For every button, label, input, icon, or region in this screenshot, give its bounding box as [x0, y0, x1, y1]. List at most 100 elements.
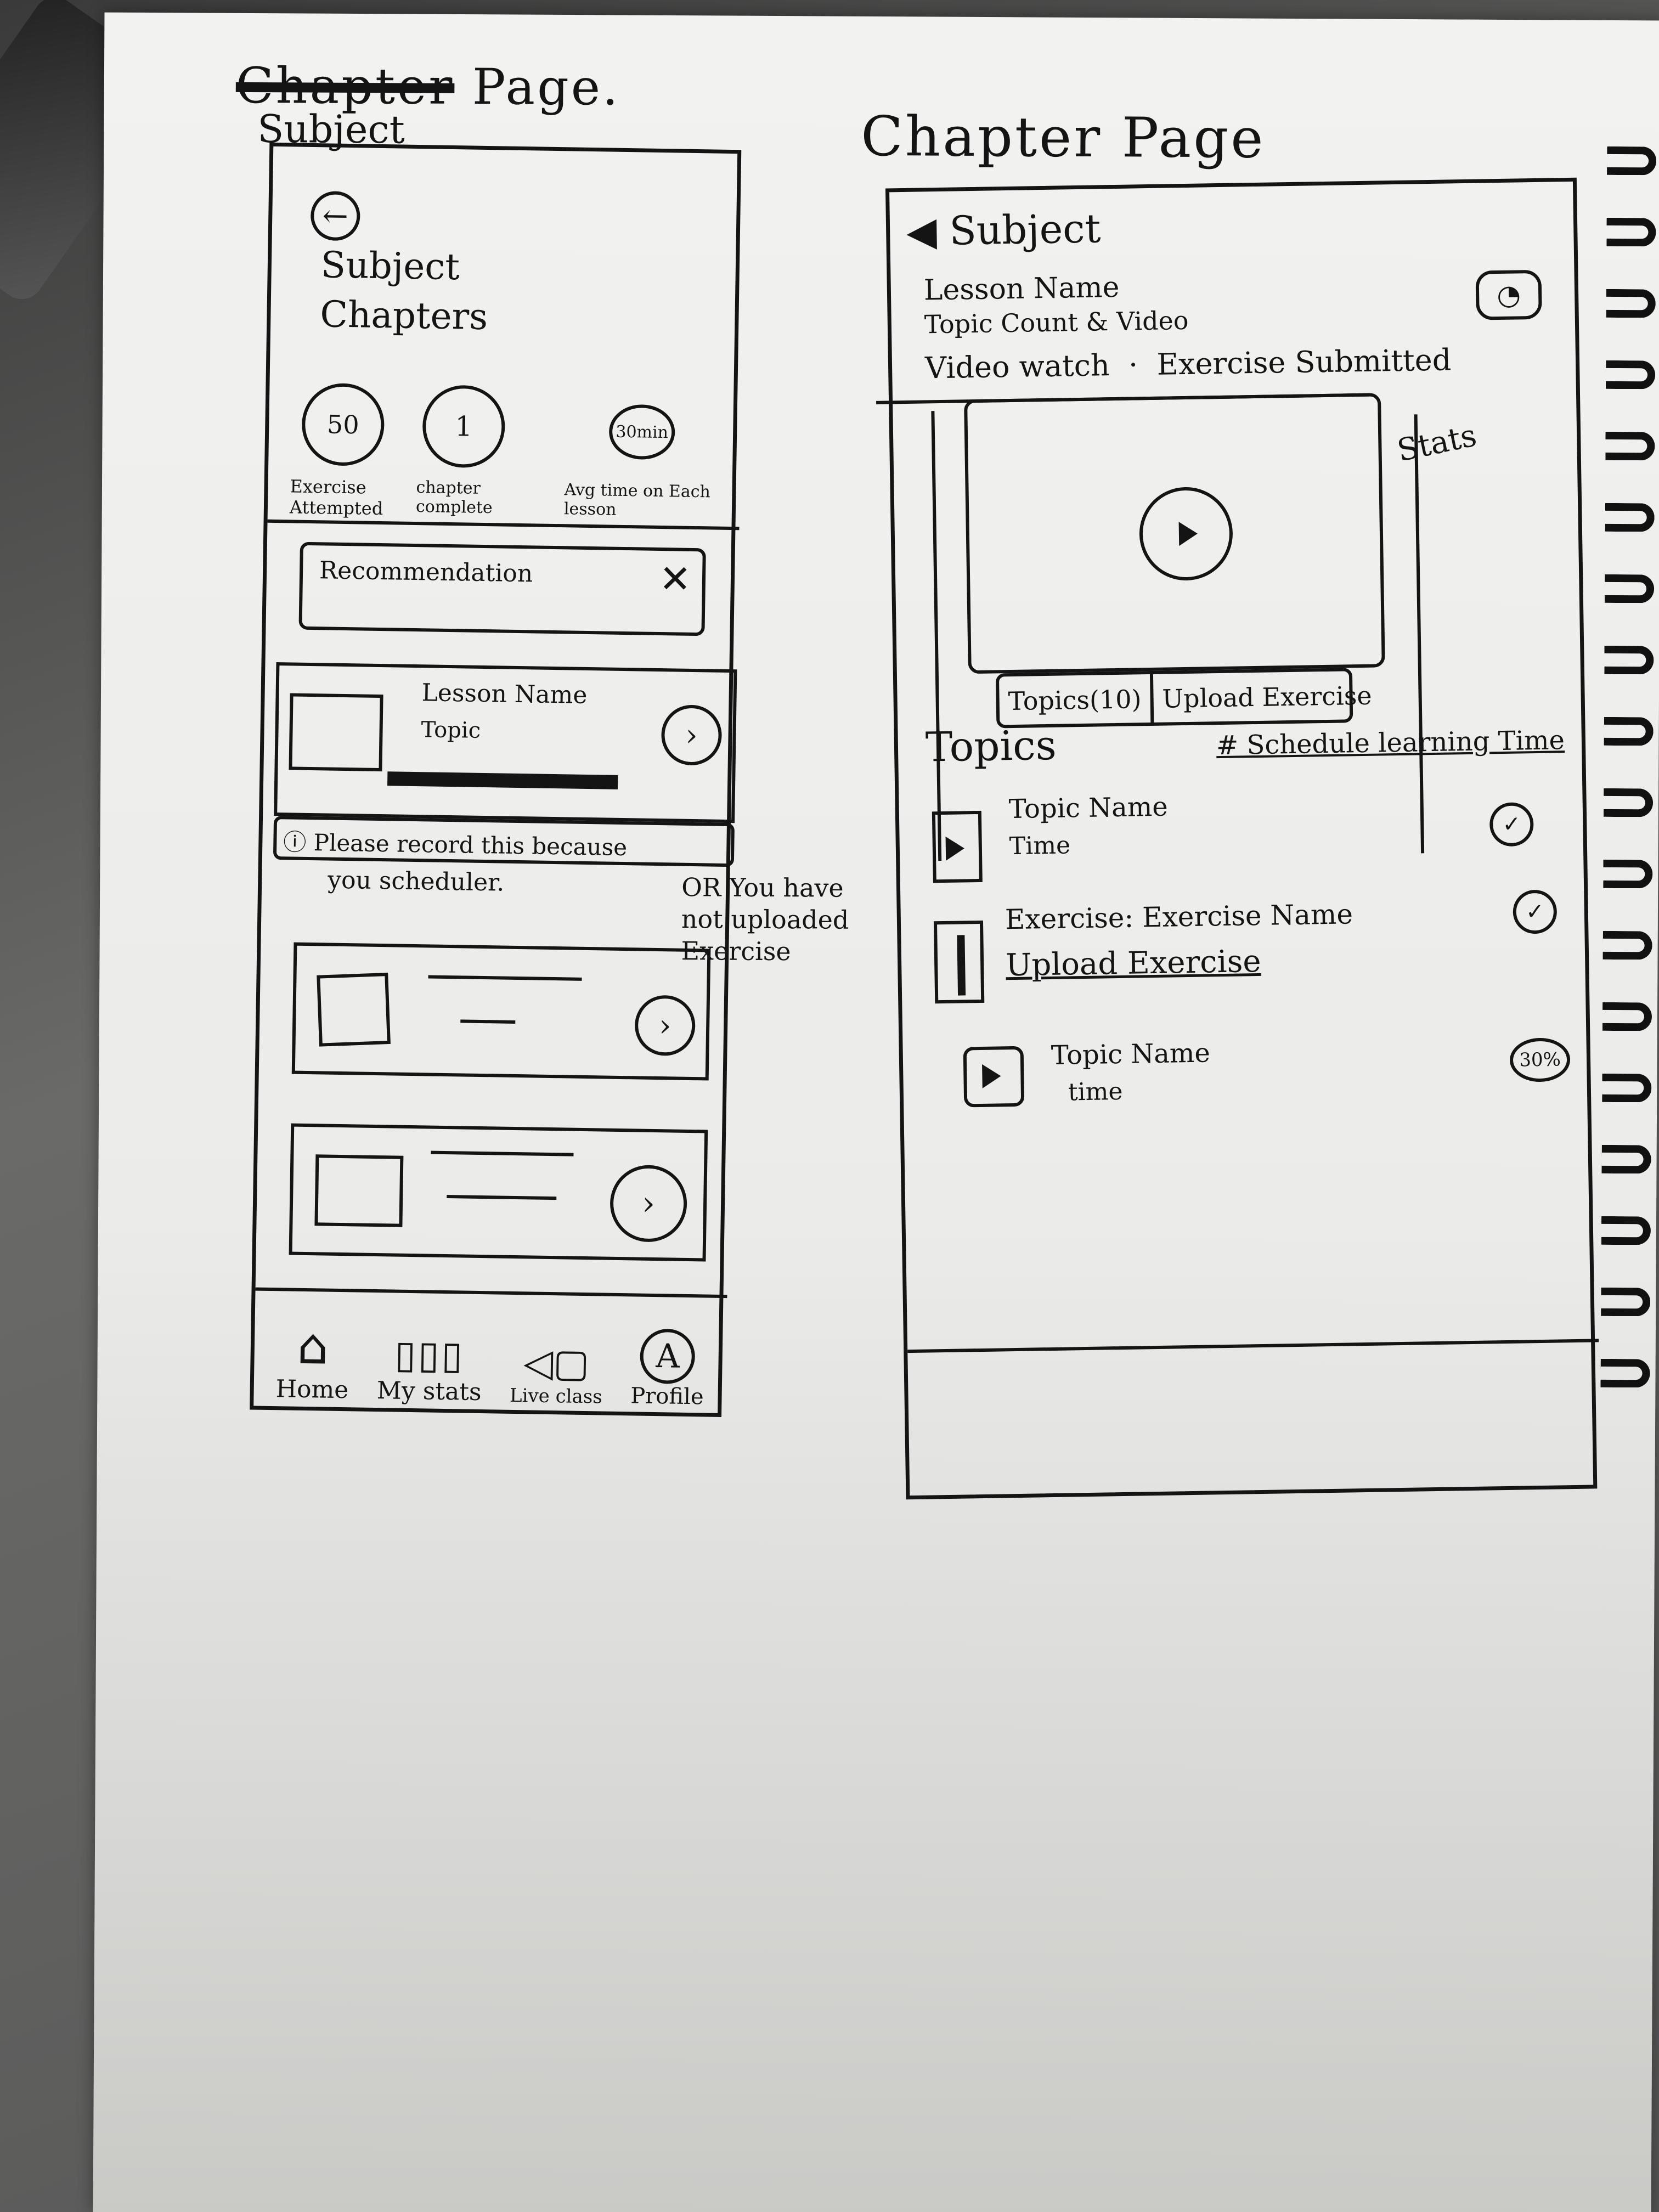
- ring: [1607, 146, 1657, 176]
- right-page-title: Chapter Page: [861, 104, 1266, 171]
- nav-stats[interactable]: ▯▯▯ My stats: [377, 1331, 483, 1406]
- ring: [1606, 289, 1656, 318]
- progress-bar: [387, 771, 618, 789]
- tab-upload-exercise[interactable]: Upload Exercise: [1161, 680, 1372, 714]
- ring: [1603, 788, 1654, 817]
- lesson-thumbnail: [314, 1154, 404, 1227]
- ring: [1605, 431, 1655, 461]
- play-icon[interactable]: [1138, 486, 1234, 582]
- arrow-left-icon[interactable]: ←: [310, 190, 361, 241]
- chevron-right-icon[interactable]: ›: [634, 995, 696, 1057]
- upload-icon[interactable]: [933, 920, 985, 1004]
- nav-label: Profile: [630, 1383, 704, 1410]
- notebook-page: Chapter Page. Subject Chapter Page ← Sub…: [93, 12, 1659, 2212]
- play-icon[interactable]: [932, 810, 983, 883]
- nav-label: Live class: [509, 1384, 603, 1408]
- ring: [1601, 1144, 1651, 1174]
- video-player[interactable]: [964, 393, 1385, 674]
- exercise-submitted: Exercise Submitted: [1156, 342, 1452, 382]
- exercise-title: Exercise: Exercise Name: [1005, 898, 1353, 936]
- bar-chart-icon: ▯▯▯: [394, 1331, 465, 1378]
- stat-label-chapters: chapter complete: [415, 478, 493, 518]
- warning-text: ⓘ Please record this because: [283, 823, 628, 862]
- recommendation-label: Recommendation: [319, 556, 533, 588]
- video-side-line: [1414, 414, 1425, 854]
- ring: [1602, 930, 1652, 960]
- warning-line2: you scheduler.: [327, 866, 505, 897]
- ring: [1604, 716, 1654, 746]
- ring: [1602, 1002, 1652, 1031]
- home-icon: ⌂: [296, 1317, 329, 1376]
- bottom-nav: ⌂ Home ▯▯▯ My stats ◁▢ Live class A Prof…: [275, 1299, 705, 1410]
- lesson-thumbnail: [289, 693, 383, 772]
- stats-icon[interactable]: ◔: [1475, 269, 1542, 320]
- play-icon[interactable]: [963, 1046, 1025, 1108]
- page-word: Page.: [472, 58, 620, 117]
- ring: [1603, 859, 1653, 889]
- lesson-thumbnail: [317, 972, 391, 1047]
- ring: [1601, 1216, 1651, 1245]
- chevron-right-icon[interactable]: ›: [661, 704, 723, 766]
- lesson-card[interactable]: ›: [291, 942, 711, 1081]
- topics-heading: Topics: [925, 721, 1057, 771]
- stat-label-time: Avg time on Each lesson: [563, 480, 711, 520]
- ring: [1605, 360, 1656, 390]
- text-placeholder: [447, 1195, 557, 1200]
- check-icon: ✓: [1489, 802, 1534, 847]
- back-link[interactable]: ◀ Subject: [906, 205, 1102, 255]
- warning-line1: Please record this because: [313, 829, 628, 861]
- lesson-name: Lesson Name: [923, 270, 1120, 307]
- ring: [1601, 1287, 1651, 1317]
- stat-circle-chapters: 1: [422, 385, 506, 469]
- upload-bar: [957, 935, 966, 996]
- back-label: Subject: [949, 205, 1102, 254]
- recommendation-bar[interactable]: Recommendation ✕: [298, 541, 706, 636]
- watch-stats: Video watch · Exercise Submitted: [924, 342, 1452, 386]
- nav-home[interactable]: ⌂ Home: [275, 1317, 349, 1404]
- nav-divider: [255, 1287, 727, 1299]
- tab-topics[interactable]: Topics(10): [998, 674, 1154, 725]
- profile-icon: A: [640, 1328, 696, 1385]
- ring: [1604, 574, 1655, 603]
- topic-title: Topic Name: [1008, 791, 1169, 825]
- nav-label: Home: [275, 1375, 349, 1404]
- footer-divider: [907, 1339, 1599, 1353]
- stat-circle-exercise: 50: [301, 382, 385, 467]
- text-placeholder: [428, 975, 582, 981]
- close-icon[interactable]: ✕: [658, 556, 692, 602]
- ring: [1604, 645, 1654, 675]
- schedule-link[interactable]: # Schedule learning Time: [1216, 725, 1565, 761]
- topic-count: Topic Count & Video: [924, 305, 1189, 340]
- tab-bar: Topics(10) Upload Exercise: [995, 668, 1372, 729]
- warning-banner: ⓘ Please record this because: [273, 816, 735, 867]
- ring: [1605, 503, 1655, 532]
- nav-profile[interactable]: A Profile: [630, 1328, 705, 1409]
- stat-label-exercise: Exercise Attempted: [289, 476, 383, 520]
- video-watch: Video watch: [924, 348, 1110, 386]
- progress-badge: 30%: [1509, 1037, 1571, 1082]
- upload-exercise-link[interactable]: Upload Exercise: [1005, 943, 1261, 984]
- topic-sub: time: [1068, 1077, 1123, 1107]
- chevron-right-icon[interactable]: ›: [610, 1164, 688, 1243]
- info-icon: ⓘ: [283, 828, 307, 856]
- video-icon: ◁▢: [523, 1340, 590, 1386]
- topic-title: Topic Name: [1051, 1037, 1211, 1071]
- divider: [267, 519, 740, 531]
- chapter-screen: ◀ Subject Lesson Name Topic Count & Vide…: [876, 177, 1599, 1500]
- page-heading: Subject Chapters: [319, 244, 488, 338]
- nav-label: My stats: [376, 1376, 482, 1407]
- lesson-title: Lesson Name: [421, 679, 588, 709]
- ring: [1606, 217, 1656, 247]
- stat-circle-time: 30min: [608, 404, 675, 460]
- subject-screen: ← Subject Chapters 50 1 30min Exercise A…: [250, 142, 742, 1417]
- lesson-card[interactable]: Lesson Name Topic ›: [274, 662, 737, 823]
- ring: [1602, 1073, 1652, 1103]
- text-placeholder: [460, 1019, 516, 1024]
- arrow-left-icon: ◀: [906, 208, 938, 255]
- video-side-line: [931, 411, 942, 861]
- check-icon: ✓: [1513, 889, 1558, 934]
- lesson-card[interactable]: ›: [289, 1123, 708, 1262]
- nav-live[interactable]: ◁▢ Live class: [510, 1340, 603, 1408]
- spiral-binding: [1600, 146, 1659, 1518]
- text-placeholder: [431, 1150, 574, 1156]
